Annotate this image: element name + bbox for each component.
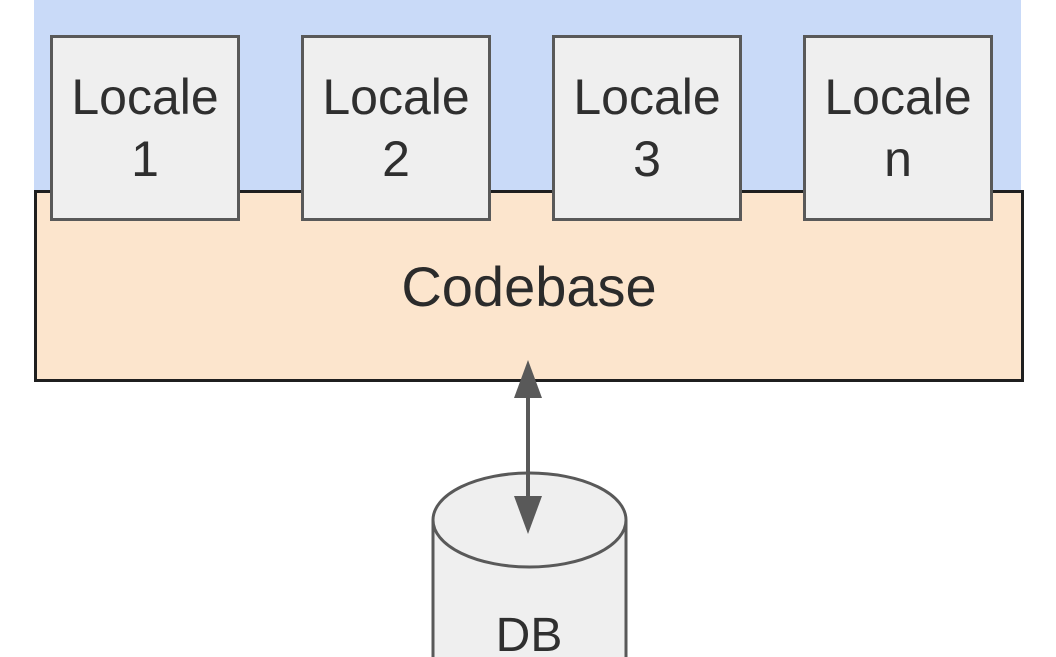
locale-number: 3 <box>633 131 661 187</box>
locale-label: Locale <box>824 69 972 125</box>
locale-box-1: Locale 1 <box>50 35 240 221</box>
db-label: DB <box>495 609 563 657</box>
locale-box-2: Locale 2 <box>301 35 491 221</box>
locale-label: Locale <box>71 69 219 125</box>
codebase-box: Codebase <box>34 190 1024 382</box>
locale-label: Locale <box>573 69 721 125</box>
codebase-db-arrow <box>514 360 542 534</box>
locale-box-3: Locale 3 <box>552 35 742 221</box>
locale-box-n: Locale n <box>803 35 993 221</box>
locale-label: Locale <box>322 69 470 125</box>
locale-number: n <box>884 131 912 187</box>
locale-number: 2 <box>382 131 410 187</box>
codebase-label: Codebase <box>401 255 657 318</box>
locale-number: 1 <box>131 131 159 187</box>
